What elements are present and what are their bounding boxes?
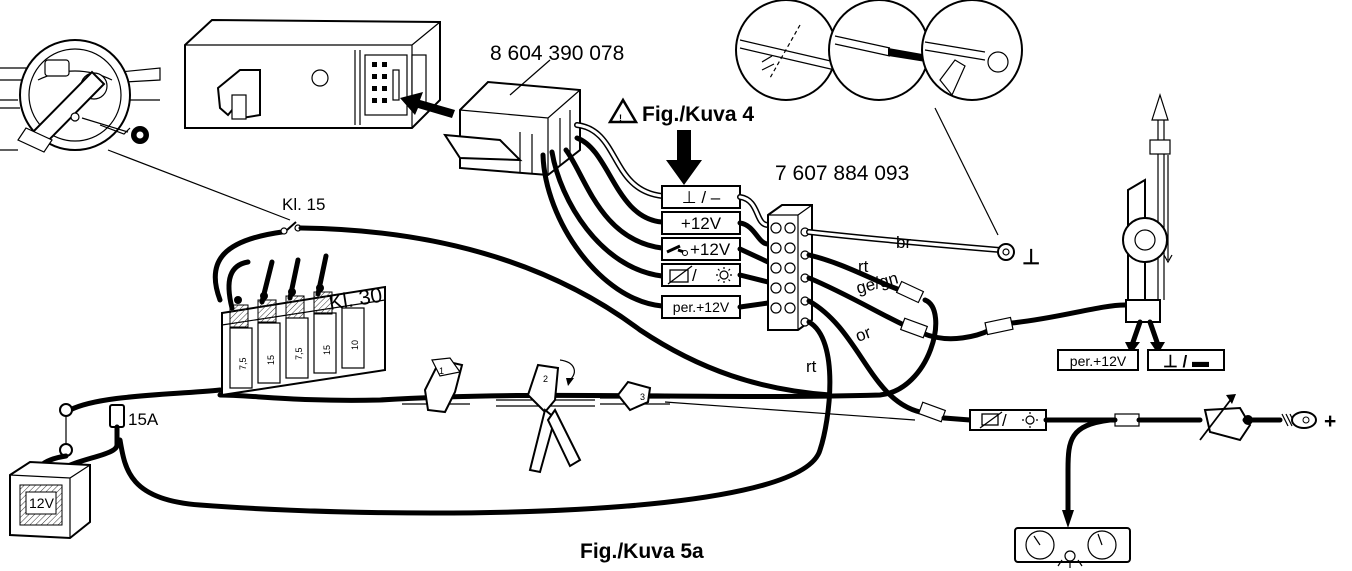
svg-text:!: ! [619,113,622,123]
ignition-leader-line [107,149,291,221]
fuse-number-3: 7,5 [294,347,304,360]
adapter-harness [540,122,665,309]
wire-color-labels: br rt ge/gn or rt [806,233,911,376]
illumination-circuit: / + [941,394,1336,568]
inline-fuse [109,404,125,428]
plus-symbol: + [1324,410,1336,433]
illumination-sun-icon [1022,412,1038,428]
crimp-leader-line [934,107,999,236]
wire-label-orange: or [853,323,874,346]
iso-adapter [443,80,581,177]
label-ignition-text: +12V [690,240,731,259]
fuse-number-5: 10 [350,340,360,350]
label-plus12-text: +12V [681,214,722,233]
warning-triangle-icon [607,97,639,124]
wire-label-brown: br [896,233,911,252]
ground-symbol: ⊥ [1022,246,1040,269]
fuse-number-2: 15 [266,355,276,365]
kl15-switch: Kl. 15 [212,195,833,398]
wire-tap-clip-steps: 1 2 3 [402,357,670,474]
dimmer-icon [667,265,693,285]
adapter-to-radio-arrow [400,92,455,118]
clip-step-3-number: 3 [640,392,645,402]
clip-step-1: 1 [402,357,470,414]
clip-leader-line [664,401,916,421]
label-ground-text: ⊥ / – [682,188,721,207]
instrument-cluster-icon [1014,527,1131,568]
label-to-block-wires [737,194,771,310]
wire-connectors [895,280,1140,427]
terminal-block [767,204,813,331]
down-arrow-icon [666,130,702,185]
fuse-slots [229,291,365,389]
terminal-block-part-number: 7 607 884 093 [775,162,909,185]
wire-label-red-1: rt [858,257,869,276]
warning-reference: ! Fig./Kuva 4 [607,97,754,185]
fuse-number-4: 15 [322,345,332,355]
sun-icon [716,267,732,283]
clip-step-2-number: 2 [543,374,548,384]
adapter-leader-line [509,59,551,96]
battery-voltage-label: 12V [29,495,55,511]
dashboard-steering-illustration [0,39,161,153]
warning-figure-ref: Fig./Kuva 4 [642,103,754,126]
fuse-rating-label: 15A [128,410,159,429]
clip-step-1-number: 1 [439,366,444,376]
power-antenna [1122,93,1173,354]
car-radio [184,18,441,129]
label-permanent-text: per.+12V [673,299,730,315]
terminal-screws [770,222,810,327]
fuse-number-1: 7,5 [238,357,248,370]
fuse-box: 7,5 15 7,5 15 10 Kl. 30 [221,253,386,397]
wire-stripping-steps [735,0,1023,101]
battery: 15A 12V [9,387,223,540]
label-illumination-text: / [692,266,697,285]
fuse-number-labels: 7,5 15 7,5 15 10 [238,340,360,370]
antenna-label-ground: ⊥ / ▬ [1163,352,1209,371]
clip-step-2: 2 [496,359,595,474]
output-wires [117,229,1128,516]
illumination-label-text: / [1002,411,1007,430]
clip-step-3: 3 [600,380,670,412]
wire-label-red-2: rt [806,357,817,376]
kl15-label: Kl. 15 [282,195,325,214]
figure-caption: Fig./Kuva 5a [580,540,704,563]
adapter-part-number: 8 604 390 078 [490,42,624,65]
antenna-label-permanent: per.+12V [1070,353,1127,369]
terminal-labels: ⊥ / – +12V +12V / per.+12V [661,185,741,319]
ground-ring-terminal: ⊥ [997,243,1040,269]
illumination-dimmer-icon [979,411,1003,429]
antenna-labels: per.+12V ⊥ / ▬ [1057,349,1225,371]
